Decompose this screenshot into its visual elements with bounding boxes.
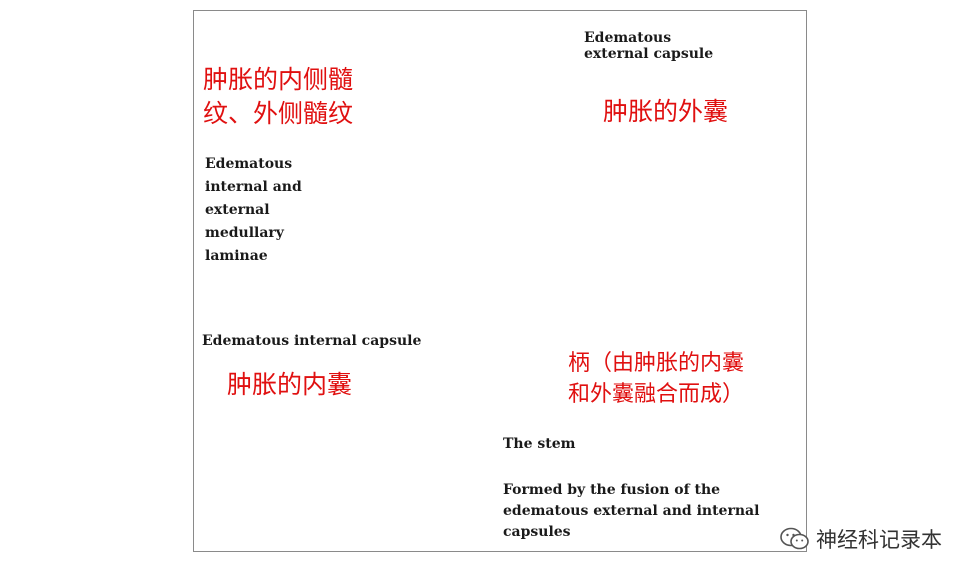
zh-label-internal-capsule: 肿胀的内囊: [227, 370, 353, 399]
zh-label-external-capsule: 肿胀的外囊: [603, 97, 729, 126]
diagram-frame: [193, 10, 807, 552]
zh-label-stem: 柄（由肿胀的内囊 和外囊融合而成）: [568, 351, 745, 407]
zh-label-medullary-laminae: 肿胀的内侧髓 纹、外侧髓纹: [203, 65, 354, 128]
wechat-icon: [780, 527, 809, 550]
watermark-text: 神经科记录本: [816, 528, 942, 552]
label-stem: The stem: [503, 436, 576, 452]
watermark: 神经科记录本: [780, 522, 942, 556]
label-internal-capsule: Edematous internal capsule: [202, 333, 422, 349]
label-external-capsule: Edematous external capsule: [584, 30, 714, 62]
label-medullary-laminae: Edematous internal and external medullar…: [205, 156, 302, 264]
label-fusion-note: Formed by the fusion of the edematous ex…: [503, 482, 760, 540]
